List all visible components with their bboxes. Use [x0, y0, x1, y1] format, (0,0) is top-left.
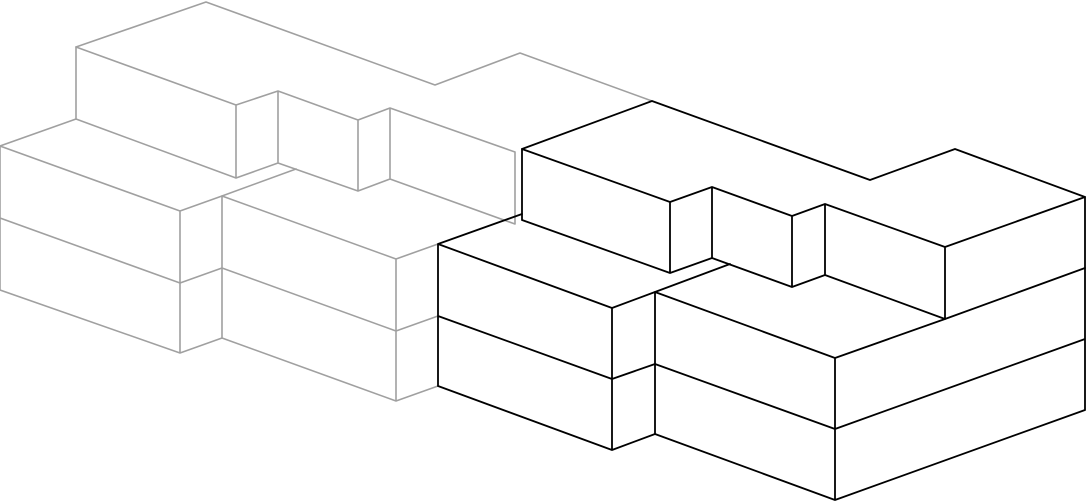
ghost-left-stack-upper	[0, 118, 223, 284]
ghost-block-assembly	[0, 1, 653, 402]
solid-block-assembly	[437, 100, 1086, 501]
solid-left-stack	[437, 213, 656, 451]
ghost-top-back-outline	[75, 1, 653, 102]
ghost-left-stack-lower	[0, 217, 223, 354]
solid-top-back-outline	[521, 100, 1086, 198]
ghost-upper-left-block	[75, 46, 516, 225]
solid-right-stack	[654, 263, 1086, 501]
ghost-middle-block	[221, 168, 439, 402]
solid-upper-block	[521, 148, 1086, 320]
